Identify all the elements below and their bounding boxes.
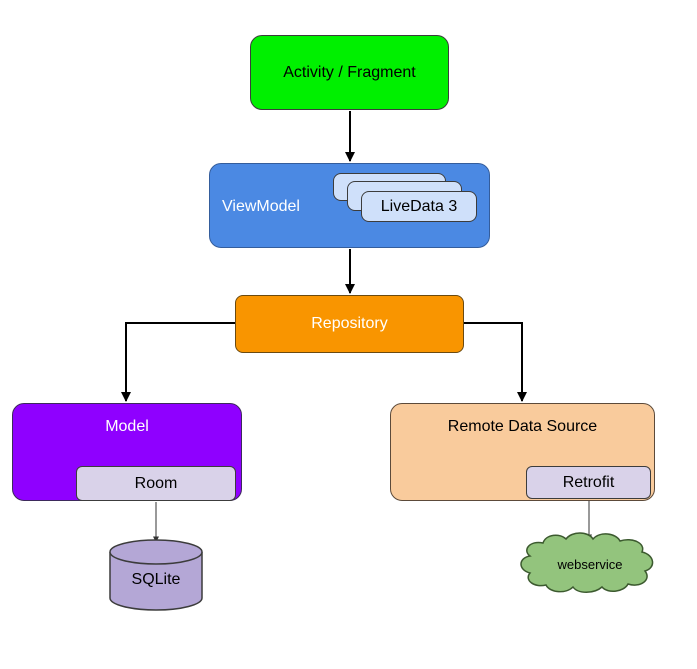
- livedata-label: LiveData 3: [380, 197, 458, 215]
- activity-fragment-node: Activity / Fragment: [250, 35, 449, 110]
- edge-repository-to-model: [121, 322, 235, 402]
- sqlite-label: SQLite: [131, 571, 181, 588]
- webservice-label: webservice: [557, 557, 623, 572]
- room-node: Room: [76, 466, 236, 501]
- webservice-cloud: [520, 532, 654, 593]
- sqlite-cylinder: [109, 539, 203, 611]
- activity-fragment-label: Activity / Fragment: [283, 63, 416, 81]
- viewmodel-label: ViewModel: [222, 198, 300, 215]
- repository-node: Repository: [235, 295, 464, 353]
- retrofit-label: Retrofit: [562, 473, 615, 491]
- repository-label: Repository: [311, 315, 388, 332]
- remote-data-source-label: Remote Data Source: [447, 418, 598, 435]
- model-label: Model: [105, 418, 149, 435]
- room-label: Room: [134, 474, 178, 492]
- edge-repository-to-remote: [464, 322, 527, 402]
- livedata-card-front: LiveData 3: [361, 191, 477, 222]
- retrofit-node: Retrofit: [526, 466, 651, 499]
